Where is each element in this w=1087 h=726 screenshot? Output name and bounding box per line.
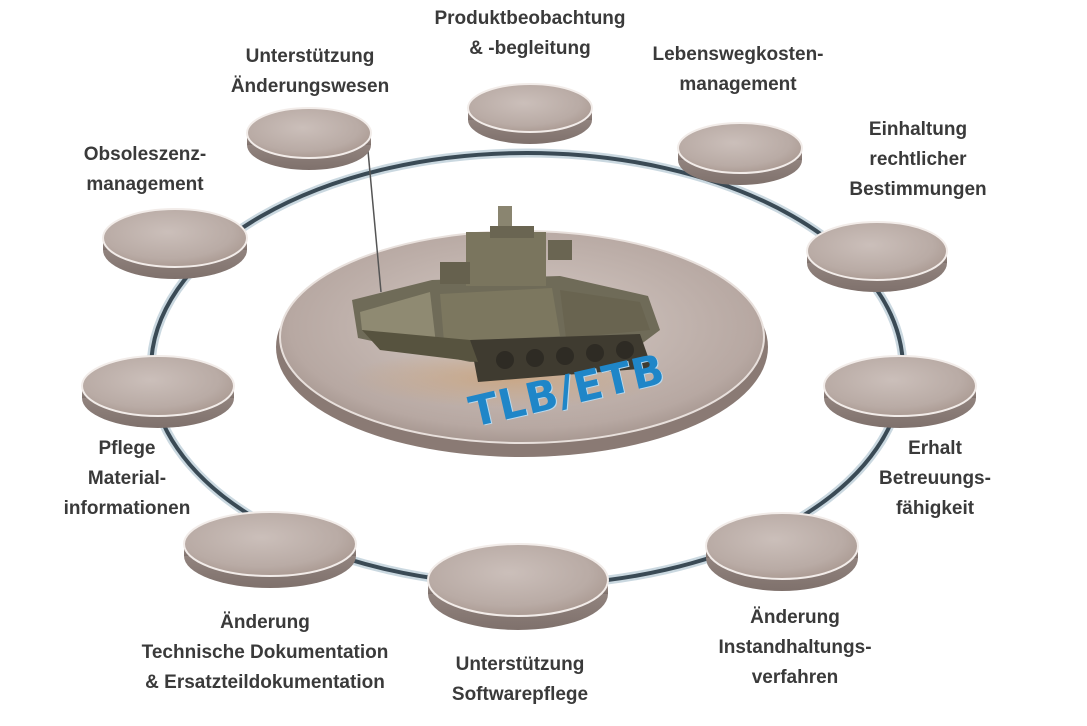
disc-softwarepflege bbox=[427, 543, 609, 630]
node-label-obsoleszenz: Obsoleszenz- management bbox=[83, 144, 207, 195]
node-label-lebenswegkosten: Lebenswegkosten- management bbox=[652, 44, 824, 95]
armored-vehicle-image bbox=[350, 139, 670, 408]
disc-aenderungswesen bbox=[246, 107, 372, 170]
node-label-instandhaltung: Änderung Instandhaltungs- verfahren bbox=[718, 607, 872, 688]
disc-technische-dokumentation bbox=[183, 511, 357, 588]
disc-instandhaltung bbox=[705, 512, 859, 591]
disc-produktbeobachtung bbox=[467, 83, 593, 144]
node-label-erhalt: Erhalt Betreuungs- fähigkeit bbox=[879, 438, 991, 519]
disc-lebenswegkosten bbox=[677, 122, 803, 185]
node-label-materialinformationen: Pflege Material- informationen bbox=[63, 438, 191, 519]
node-label-produktbeobachtung: Produktbeobachtung & -begleitung bbox=[434, 8, 626, 59]
node-label-softwarepflege: Unterstützung Softwarepflege bbox=[451, 654, 589, 705]
disc-erhalt bbox=[823, 355, 977, 428]
node-label-aenderungswesen: Unterstützung Änderungswesen bbox=[230, 46, 390, 97]
disc-einhaltung bbox=[806, 221, 948, 292]
disc-obsoleszenz bbox=[102, 208, 248, 279]
disc-materialinformationen bbox=[81, 355, 235, 428]
node-label-einhaltung: Einhaltung rechtlicher Bestimmungen bbox=[849, 119, 987, 200]
node-label-technische-dokumentation: Änderung Technische Dokumentation & Ersa… bbox=[141, 612, 389, 693]
